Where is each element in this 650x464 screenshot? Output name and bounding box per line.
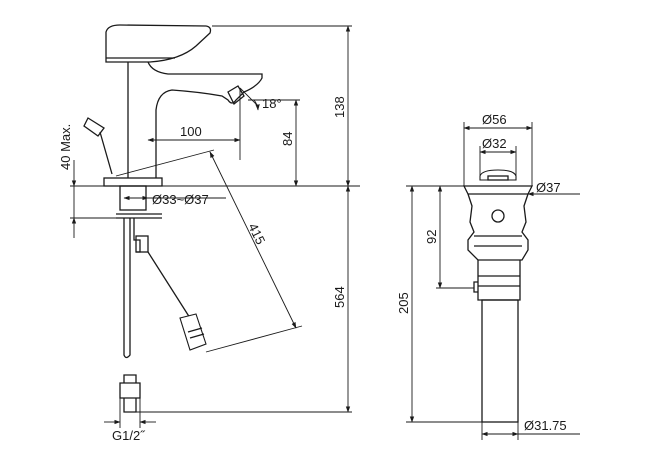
under-height-label: 564 xyxy=(332,286,347,308)
waste-pipe xyxy=(481,299,519,423)
waste-cap xyxy=(479,169,517,181)
pipe-diameter-label: Ø31.75 xyxy=(524,418,567,433)
waste-drawing: Ø56 Ø32 Ø37 92 205 Ø31.75 xyxy=(396,112,580,440)
total-height-label: 138 xyxy=(332,96,347,118)
waste-body xyxy=(467,193,529,261)
supply-hose xyxy=(123,218,131,359)
waste-total-height-label: 205 xyxy=(396,292,411,314)
flange-label: Ø37 xyxy=(536,180,561,195)
pop-up-connector xyxy=(179,313,207,351)
hose-clip xyxy=(135,235,149,253)
thread-label: G1/2˝ xyxy=(112,428,146,443)
faucet-lever xyxy=(105,24,212,63)
body-height-label: 92 xyxy=(424,230,439,244)
spout-height-label: 84 xyxy=(280,132,295,146)
waste-overflow-hole xyxy=(491,209,505,223)
hose-length-label: 415 xyxy=(245,221,268,247)
reach-label: 100 xyxy=(180,124,202,139)
deck-max-label: 40 Max. xyxy=(58,124,73,170)
thread-fitting xyxy=(119,374,141,413)
top-outer-label: Ø56 xyxy=(482,112,507,127)
angle-label: 18° xyxy=(262,96,282,111)
faucet-drawing: 18° 100 84 138 40 Max. Ø33~Ø37 415 564 xyxy=(58,24,360,443)
faucet-base xyxy=(103,177,163,187)
waste-flange xyxy=(462,185,534,195)
hole-diameter-label: Ø33~Ø37 xyxy=(152,192,209,207)
faucet-body xyxy=(127,61,263,178)
top-inner-label: Ø32 xyxy=(482,136,507,151)
